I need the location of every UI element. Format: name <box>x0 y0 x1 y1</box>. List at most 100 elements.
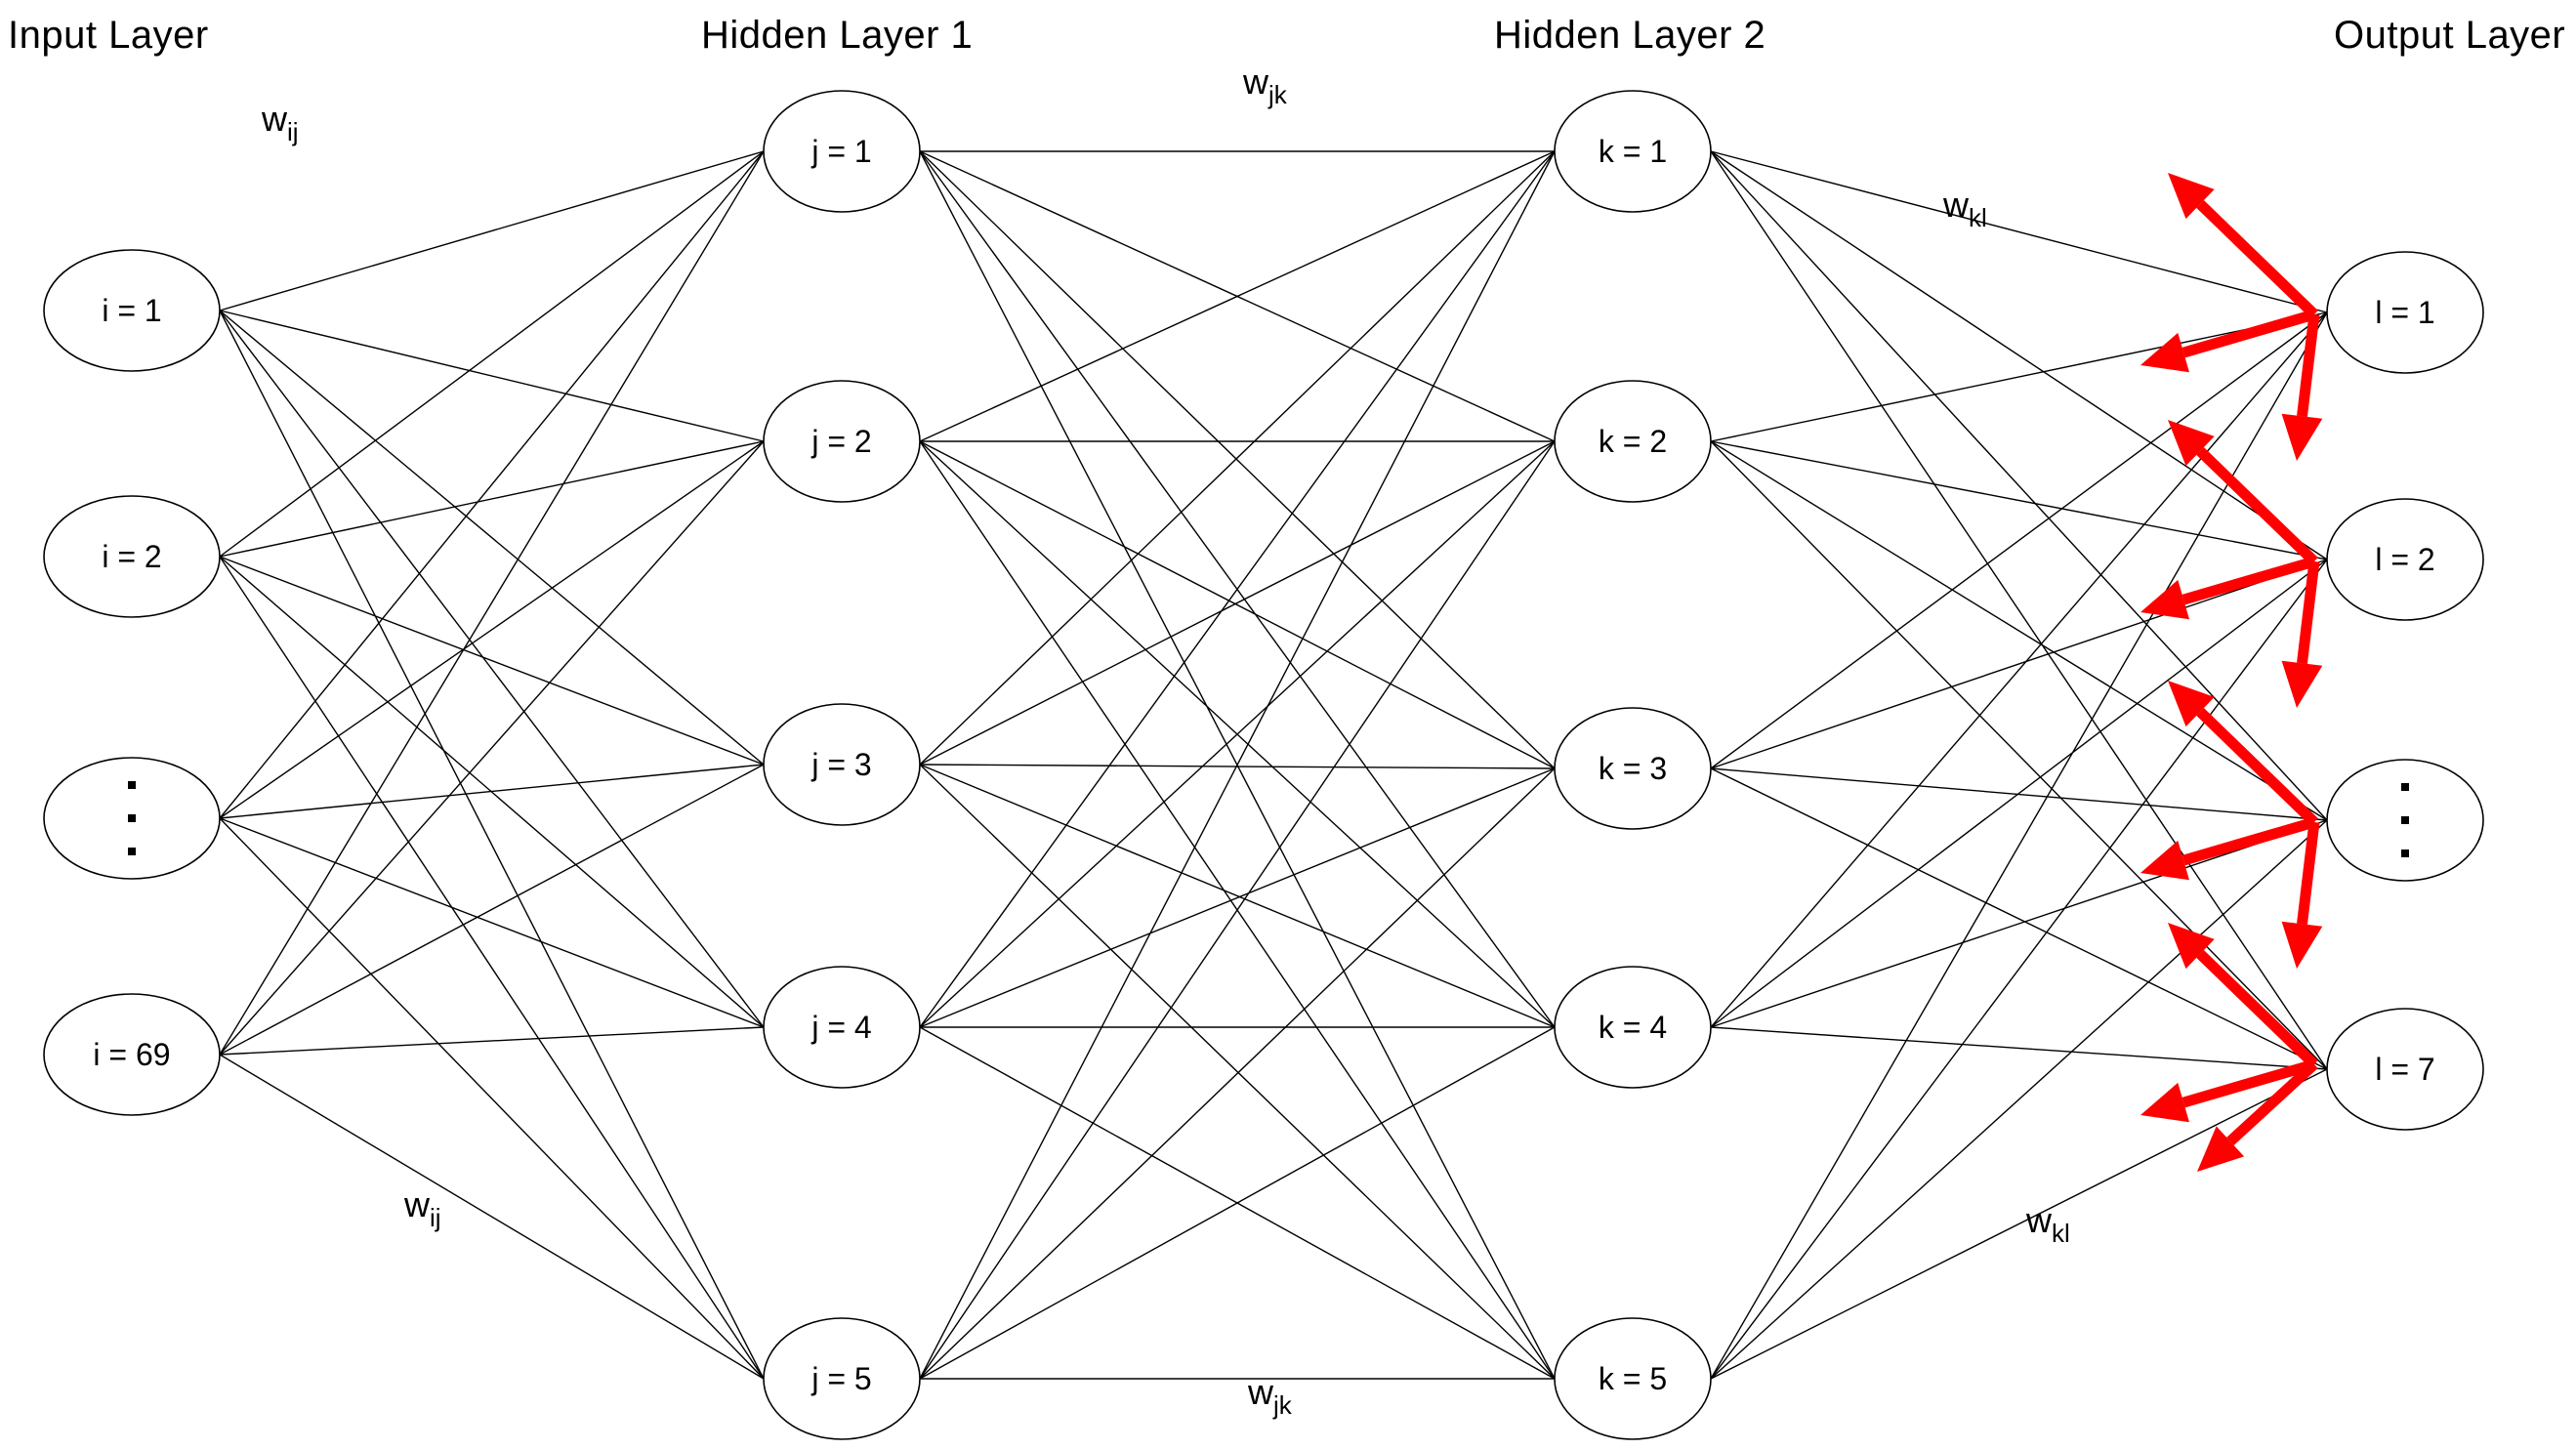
connection-edge <box>219 556 765 766</box>
neuron-nodes: i = 1 i = 2 i = 69 j = 1 j = 2 j = 3 j = 4 j = … <box>43 90 2484 1440</box>
connection-edge <box>1710 819 2328 1028</box>
connection-edge <box>1710 559 2328 769</box>
gradient-arrow-0-upleft-head <box>2168 173 2215 220</box>
neuron-ellipse <box>763 90 921 213</box>
neuron-label: l = 7 <box>2375 1052 2434 1087</box>
gradient-arrows <box>2140 173 2323 1172</box>
connection-edge <box>1710 819 2328 1380</box>
neuron-ellipse <box>763 966 921 1089</box>
connection-edge <box>919 150 1556 766</box>
neuron-label: i = 1 <box>102 293 161 328</box>
gradient-arrow-3-upleft-head <box>2168 923 2215 970</box>
connection-edge <box>219 150 765 819</box>
connection-edge <box>219 150 765 311</box>
neuron-ellipse <box>2326 251 2484 374</box>
gradient-arrow-0-down-shaft <box>2297 313 2320 417</box>
neuron-node[interactable]: k = 4 <box>1554 966 1712 1089</box>
neuron-label: l = 2 <box>2375 542 2434 577</box>
neuron-node[interactable]: i = 2 <box>43 495 221 618</box>
connection-edges <box>219 150 2328 1380</box>
connection-edge <box>1710 767 2328 821</box>
neuron-node[interactable]: k = 1 <box>1554 90 1712 213</box>
connection-edge <box>919 150 1556 1028</box>
neuron-label: k = 2 <box>1599 424 1667 459</box>
neuron-node[interactable]: l = 1 <box>2326 251 2484 374</box>
gradient-arrow-1-left-shaft <box>2181 556 2316 605</box>
neuron-label: j = 4 <box>810 1010 871 1045</box>
connection-edge <box>219 310 765 766</box>
connection-edge <box>1710 1068 2328 1380</box>
connection-edge <box>219 150 765 1056</box>
neuron-node[interactable]: l = 2 <box>2326 498 2484 621</box>
neuron-node[interactable]: k = 5 <box>1554 1317 1712 1440</box>
neuron-label: i = 69 <box>93 1037 170 1072</box>
connection-edge <box>1710 440 2328 560</box>
connection-edge <box>219 310 765 442</box>
weight-label-kl: wkl <box>2025 1200 2070 1248</box>
neuron-label: j = 2 <box>810 424 871 459</box>
neuron-label: i = 2 <box>102 539 161 574</box>
weight-label-kl: wkl <box>1942 185 1987 232</box>
neuron-node[interactable]: j = 4 <box>763 966 921 1089</box>
gradient-arrow-0-down-head <box>2281 413 2323 461</box>
vertical-ellipsis-dot <box>2401 816 2409 824</box>
neuron-ellipse <box>2326 498 2484 621</box>
neuron-ellipse <box>763 1317 921 1440</box>
neuron-node[interactable] <box>43 757 221 880</box>
neuron-node[interactable]: l = 7 <box>2326 1008 2484 1131</box>
connection-edge <box>1710 559 2328 1028</box>
connection-edge <box>1710 767 2328 1070</box>
weight-label-jk: wjk <box>1242 62 1288 109</box>
neuron-ellipse <box>1554 966 1712 1089</box>
layer-title-hidden1: Hidden Layer 1 <box>701 14 974 57</box>
neuron-ellipse <box>43 495 221 618</box>
connection-edge <box>219 556 765 1380</box>
neuron-label: j = 5 <box>810 1361 871 1396</box>
neuron-node[interactable]: j = 3 <box>763 703 921 826</box>
gradient-arrow-1-down-shaft <box>2297 560 2320 664</box>
gradient-arrow-3-left-shaft <box>2181 1058 2316 1108</box>
gradient-arrow-0-left-shaft <box>2181 309 2316 358</box>
neuron-node[interactable]: k = 3 <box>1554 707 1712 830</box>
connection-edge <box>919 764 1556 1028</box>
connection-edge <box>1710 311 2328 769</box>
gradient-arrow-3-left-head <box>2140 1082 2189 1123</box>
neuron-label: k = 3 <box>1599 751 1667 786</box>
neuron-node[interactable]: j = 5 <box>763 1317 921 1440</box>
vertical-ellipsis-dot <box>2401 849 2409 857</box>
neuron-ellipse <box>763 380 921 503</box>
neuron-node[interactable]: j = 1 <box>763 90 921 213</box>
connection-edge <box>1710 559 2328 1380</box>
connection-edge <box>219 764 765 819</box>
neuron-node[interactable]: i = 69 <box>43 993 221 1116</box>
neuron-ellipse <box>43 249 221 372</box>
connection-edge <box>919 150 1556 769</box>
neuron-ellipse <box>1554 90 1712 213</box>
gradient-arrow-1-upleft-head <box>2168 420 2215 467</box>
connection-edge <box>219 817 765 1028</box>
gradient-arrow-3-down-head <box>2197 1126 2245 1172</box>
connection-edge <box>919 764 1556 1380</box>
connection-edge <box>219 764 765 1056</box>
neuron-ellipse <box>1554 380 1712 503</box>
gradient-arrow-2-down-shaft <box>2297 821 2320 925</box>
connection-edge <box>219 817 765 1380</box>
neuron-label: j = 3 <box>810 747 871 782</box>
connection-edge <box>219 310 765 1028</box>
neuron-node[interactable]: i = 1 <box>43 249 221 372</box>
neuron-node[interactable] <box>2326 759 2484 882</box>
layer-title-output: Output Layer <box>2334 14 2566 57</box>
vertical-ellipsis-dot <box>2401 783 2409 791</box>
connection-edge <box>919 440 1556 769</box>
connection-edge <box>219 150 765 558</box>
layer-title-hidden2: Hidden Layer 2 <box>1494 14 1766 57</box>
connection-edge <box>919 150 1556 442</box>
connection-edge <box>1710 311 2328 1028</box>
gradient-arrow-3-down-shaft <box>2226 1059 2318 1145</box>
neuron-node[interactable]: k = 2 <box>1554 380 1712 503</box>
connection-edge <box>919 440 1556 1028</box>
neuron-node[interactable]: j = 2 <box>763 380 921 503</box>
gradient-arrow-2-left-shaft <box>2181 816 2316 866</box>
